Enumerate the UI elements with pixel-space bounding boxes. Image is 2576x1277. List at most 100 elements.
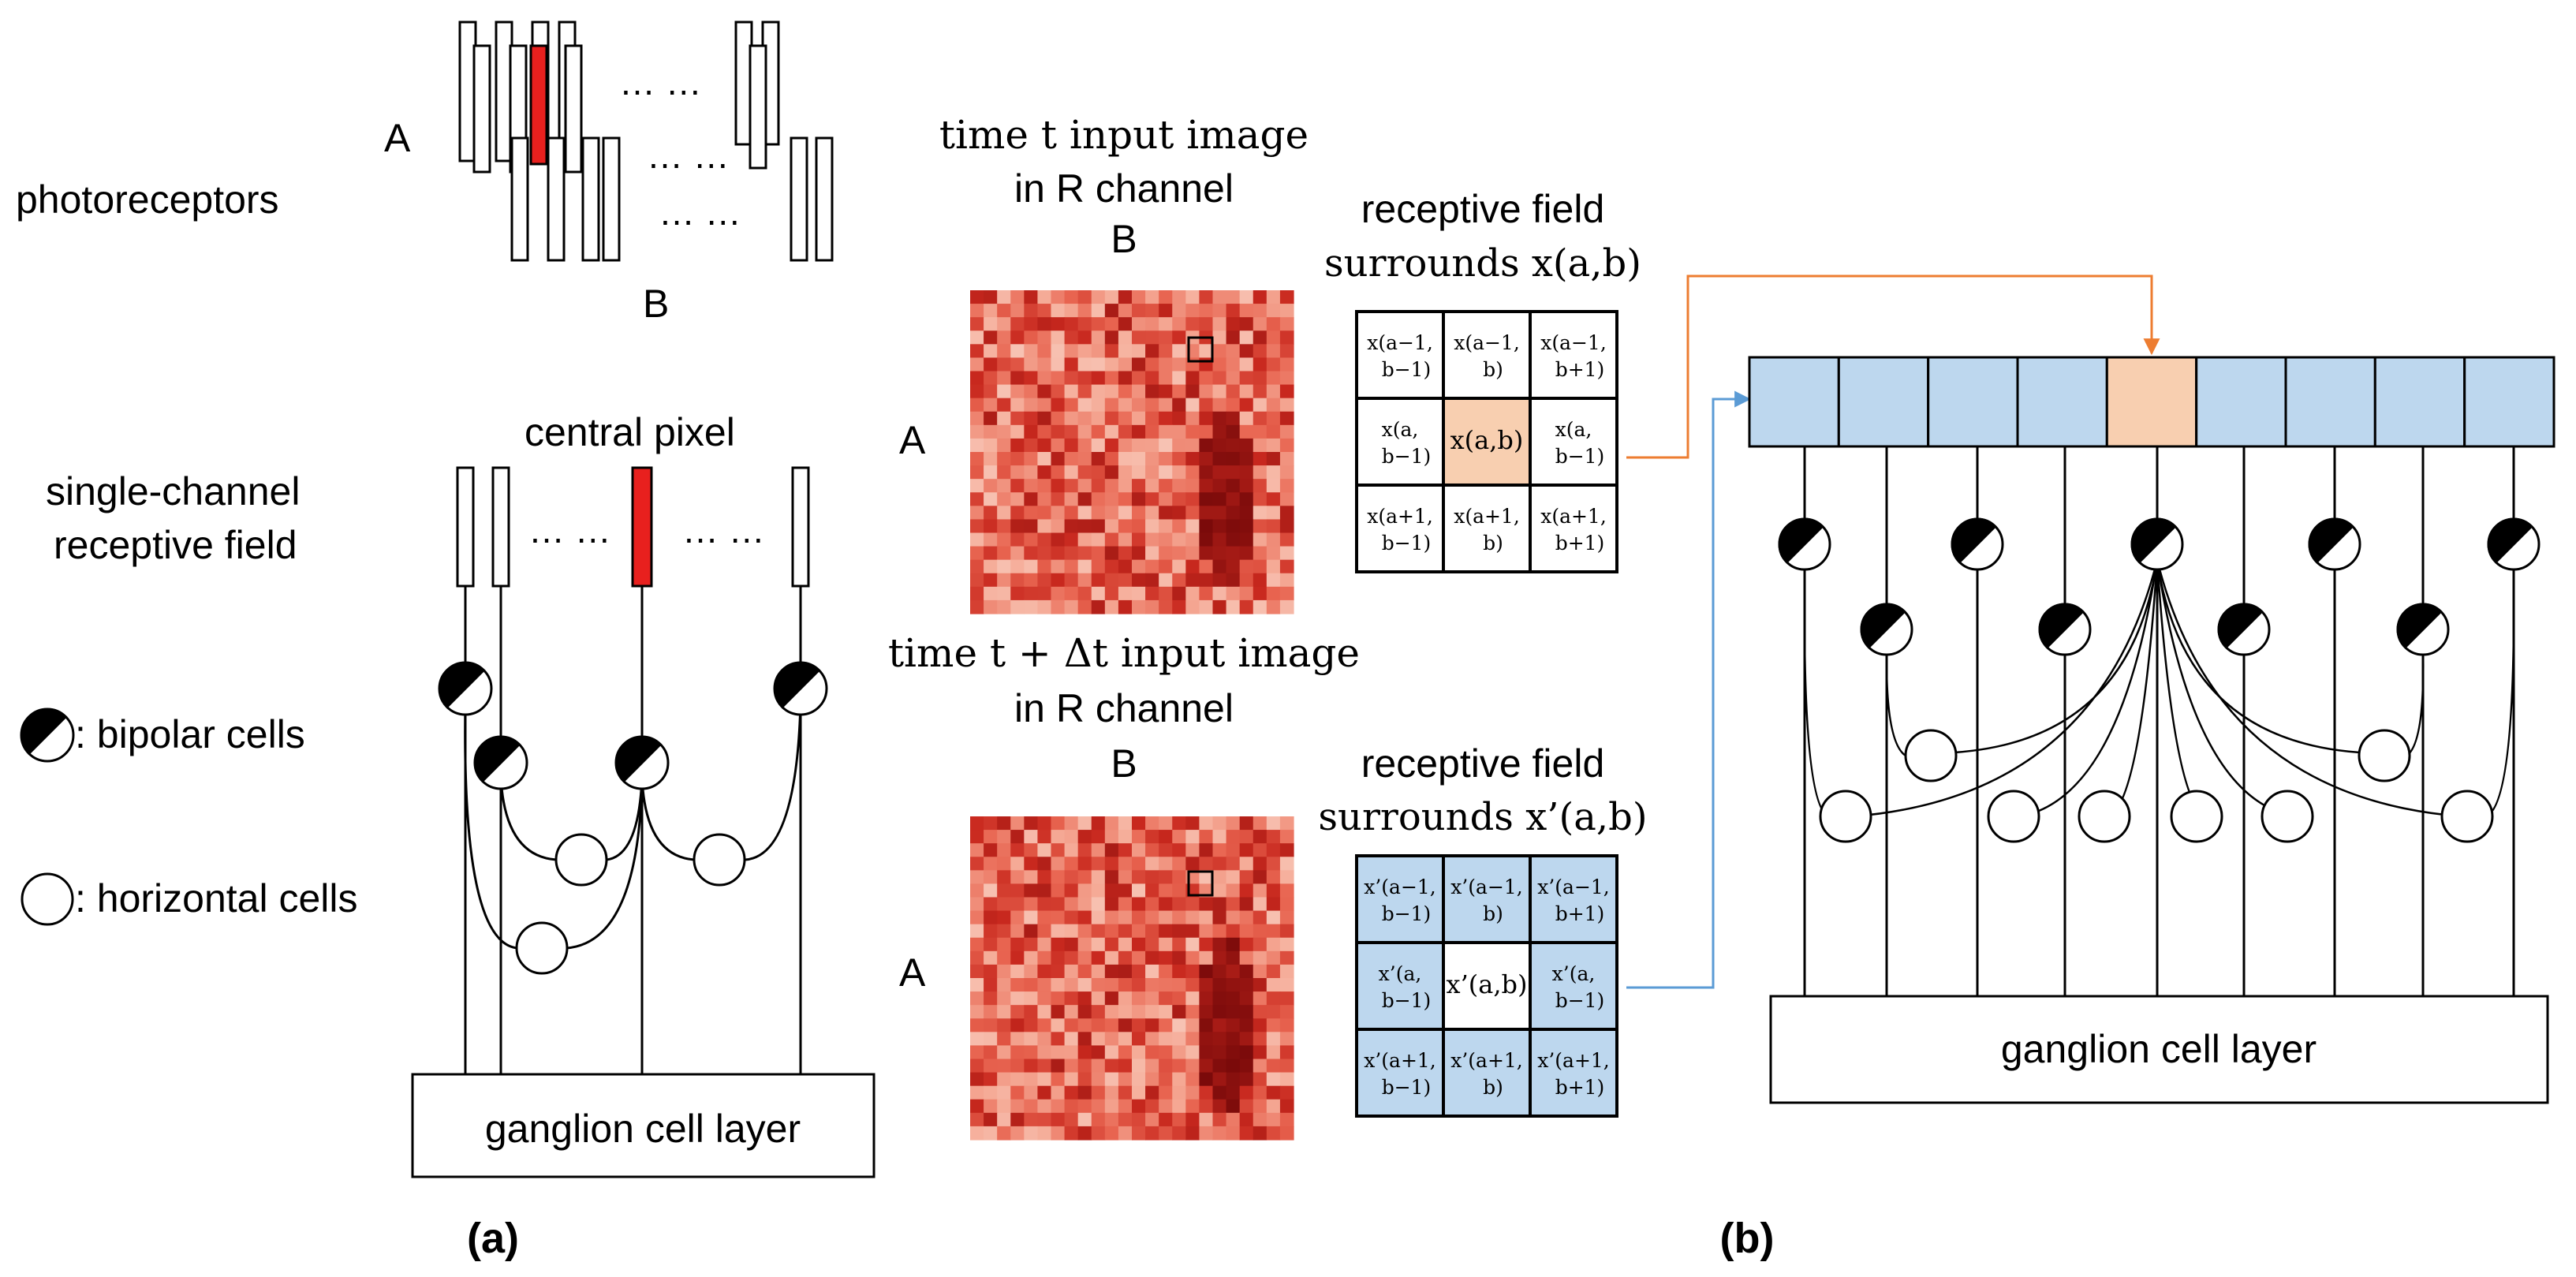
heatmap-pixel bbox=[1253, 599, 1267, 614]
heatmap-pixel bbox=[1024, 1032, 1039, 1047]
heatmap-pixel bbox=[1091, 964, 1106, 979]
heatmap-pixel bbox=[1024, 492, 1039, 506]
heatmap-pixel bbox=[1199, 1085, 1214, 1100]
heatmap-pixel bbox=[1064, 599, 1079, 614]
heatmap-pixel bbox=[1091, 546, 1106, 561]
heatmap-pixel bbox=[1212, 559, 1227, 574]
receptive-field-grid-dt: x’(a−1,b−1)x’(a−1,b)x’(a−1,b+1)x’(a,b−1)… bbox=[1355, 854, 1618, 1118]
heatmap-pixel bbox=[1159, 357, 1173, 372]
heatmap-pixel bbox=[1118, 519, 1133, 534]
heatmap-pixel bbox=[1212, 506, 1227, 521]
heatmap-pixel bbox=[1104, 304, 1119, 318]
heatmap-pixel bbox=[1159, 398, 1173, 413]
heatmap-pixel bbox=[1024, 344, 1039, 359]
heatmap-pixel bbox=[1172, 519, 1186, 534]
heatmap-pixel bbox=[1091, 411, 1106, 426]
heatmap-pixel bbox=[1266, 438, 1281, 453]
heatmap-pixel bbox=[1010, 1045, 1025, 1060]
heatmap-pixel bbox=[1037, 573, 1052, 588]
heatmap-pixel bbox=[1226, 1005, 1241, 1019]
heatmap-pixel bbox=[1024, 506, 1039, 521]
grid-dt-cell bbox=[1529, 854, 1618, 944]
heatmap-pixel bbox=[1077, 357, 1092, 372]
heatmap-pixel bbox=[1051, 586, 1066, 601]
heatmap-pixel bbox=[984, 1072, 998, 1087]
heatmap-pixel bbox=[1266, 910, 1281, 925]
heatmap-pixel bbox=[984, 978, 998, 992]
heatmap-pixel bbox=[1266, 357, 1281, 372]
heatmap-pixel bbox=[1212, 398, 1227, 413]
heatmap-pixel bbox=[970, 599, 984, 614]
heatmap-pixel bbox=[1077, 532, 1092, 547]
heatmap-pixel bbox=[997, 479, 1011, 493]
heatmap-pixel bbox=[970, 424, 984, 439]
heatmap-pixel bbox=[970, 371, 984, 386]
heatmap-pixel bbox=[1132, 964, 1146, 979]
heatmap-pixel bbox=[1185, 411, 1200, 426]
heatmap-pixel bbox=[1077, 910, 1092, 925]
heatmap-pixel bbox=[970, 586, 984, 601]
heatmap-pixel bbox=[1212, 519, 1227, 534]
heatmap-pixel bbox=[1064, 978, 1079, 992]
heatmap-pixel bbox=[1159, 492, 1173, 506]
heatmap-pixel bbox=[1253, 1072, 1267, 1087]
receptive-field-grid-t: x(a−1,b−1)x(a−1,b)x(a−1,b+1)x(a,b−1)x(a,… bbox=[1355, 310, 1618, 573]
heatmap-pixel bbox=[1010, 411, 1025, 426]
heatmap-pixel bbox=[1104, 424, 1119, 439]
heatmap-pixel bbox=[1239, 897, 1254, 912]
heatmap-pixel bbox=[1239, 950, 1254, 965]
heatmap-pixel bbox=[997, 559, 1011, 574]
heatmap-pixel bbox=[1279, 559, 1294, 574]
heatmap-pixel bbox=[1212, 330, 1227, 345]
heatmap-pixel bbox=[1226, 1018, 1241, 1032]
heatmap-pixel bbox=[1024, 857, 1039, 871]
feature-cell bbox=[1748, 356, 1840, 448]
heatmap-pixel bbox=[1118, 304, 1133, 318]
heatmap-pixel bbox=[1051, 924, 1066, 939]
grid-t-cell bbox=[1529, 310, 1618, 400]
heatmap-pixel bbox=[1024, 411, 1039, 426]
heatmap-pixel bbox=[1118, 883, 1133, 898]
heatmap-pixel bbox=[1077, 816, 1092, 831]
heatmap-pixel bbox=[970, 290, 984, 304]
heatmap-pixel bbox=[1024, 870, 1039, 885]
heatmap-pixel bbox=[1051, 964, 1066, 979]
heatmap-pixel bbox=[1077, 479, 1092, 493]
heatmap-pixel bbox=[1159, 1112, 1173, 1127]
heatmap-pixel bbox=[1077, 519, 1092, 534]
heatmap-pixel bbox=[1145, 1112, 1159, 1127]
heatmap-pixel bbox=[1145, 546, 1159, 561]
heatmap-pixel bbox=[1145, 978, 1159, 992]
heatmap-pixel bbox=[1118, 465, 1133, 480]
heatmap-pixel bbox=[1024, 1085, 1039, 1100]
heatmap-pixel bbox=[1159, 586, 1173, 601]
heatmap-pixel bbox=[1279, 897, 1294, 912]
heatmap-t-selected-pixel bbox=[1187, 336, 1214, 363]
heatmap-pixel bbox=[970, 317, 984, 331]
heatmap-pixel bbox=[984, 546, 998, 561]
heatmap-pixel bbox=[1132, 897, 1146, 912]
heatmap-pixel bbox=[970, 816, 984, 831]
heatmap-pixel bbox=[970, 519, 984, 534]
heatmap-pixel bbox=[970, 398, 984, 413]
heatmap-pixel bbox=[1145, 586, 1159, 601]
heatmap-pixel bbox=[1037, 424, 1052, 439]
heatmap-pixel bbox=[1132, 465, 1146, 480]
heatmap-pixel bbox=[997, 870, 1011, 885]
heatmap-pixel bbox=[970, 532, 984, 547]
heatmap-pixel bbox=[1172, 452, 1186, 466]
heatmap-pixel bbox=[1064, 1032, 1079, 1047]
heatmap-pixel bbox=[1077, 1059, 1092, 1074]
heatmap-pixel bbox=[1132, 559, 1146, 574]
heatmap-pixel bbox=[1077, 506, 1092, 521]
heatmap-pixel bbox=[1159, 830, 1173, 844]
heatmap-pixel bbox=[1037, 883, 1052, 898]
heatmap-pixel bbox=[1199, 910, 1214, 925]
heatmap-pixel bbox=[1132, 1099, 1146, 1114]
heatmap-pixel bbox=[1172, 506, 1186, 521]
heatmap-pixel bbox=[1185, 438, 1200, 453]
heatmap-pixel bbox=[1051, 546, 1066, 561]
heatmap-pixel bbox=[1104, 330, 1119, 345]
heatmap-pixel bbox=[1024, 424, 1039, 439]
heatmap-pixel bbox=[1279, 424, 1294, 439]
